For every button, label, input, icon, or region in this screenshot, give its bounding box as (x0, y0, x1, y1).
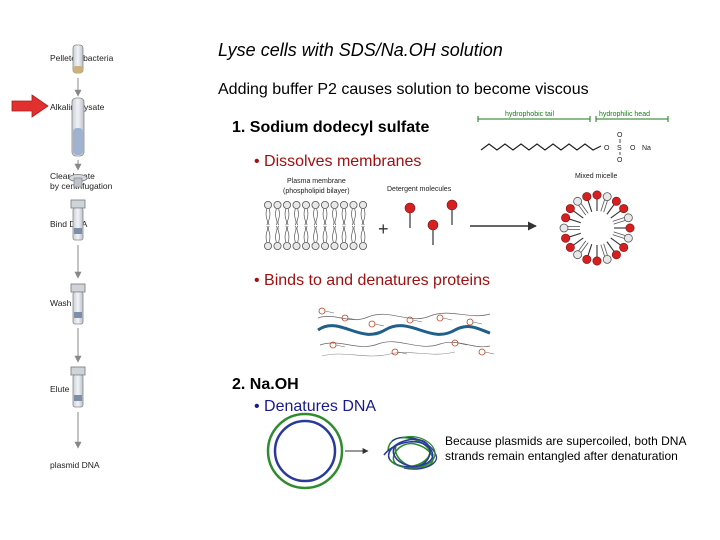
tube-alkaline (71, 97, 85, 157)
slide-subtitle: Adding buffer P2 causes solution to beco… (218, 81, 589, 98)
bullet-dissolves-membranes: • Dissolves membranes (254, 153, 422, 170)
label-hydrophobic-tail: hydrophobic tail (505, 111, 554, 118)
centrifuge-rotor (68, 174, 88, 188)
plasmid-note: Because plasmids are supercoiled, both D… (445, 434, 686, 463)
plasmid-outer-strand (266, 412, 344, 490)
label-micelle: Mixed micelle (575, 173, 618, 180)
label-plasma-membrane: Plasma membrane (287, 178, 346, 185)
mixed-micelle (559, 190, 635, 266)
plus-sign: + (378, 219, 389, 239)
step-elute: Elute (50, 384, 70, 394)
workflow-column (11, 44, 88, 449)
entangled-plasmid (383, 435, 438, 470)
membrane-diagram: Plasma membrane (phospholipid bilayer) D… (263, 173, 635, 266)
dna-diagram (266, 412, 438, 490)
column-bind (70, 199, 86, 241)
detergent-molecules (404, 199, 458, 245)
step-plasmid-dna: plasmid DNA (50, 460, 100, 470)
step-wash: Wash (50, 298, 72, 308)
label-detergent: Detergent molecules (387, 186, 452, 193)
protein-diagram (317, 307, 495, 357)
svg-text:O: O (604, 145, 610, 152)
svg-text:O: O (630, 145, 636, 152)
bullet-denatures-proteins: • Binds to and denatures proteins (254, 272, 490, 289)
column-wash (70, 283, 86, 325)
sds-molecule: hydrophobic tail hydrophilic head O S O … (477, 111, 669, 164)
section-naoh-heading: 2. Na.OH (232, 376, 299, 393)
svg-text:S: S (617, 145, 622, 152)
bullet-denatures-dna: • Denatures DNA (254, 398, 377, 415)
label-bilayer: (phospholipid bilayer) (283, 188, 350, 195)
step-bind-dna: Bind DNA (50, 219, 88, 229)
tube-pelleted (72, 44, 84, 74)
svg-text:O: O (617, 157, 623, 164)
phospholipid-bilayer (263, 200, 367, 250)
label-hydrophilic-head: hydrophilic head (599, 111, 650, 118)
label-na: Na (642, 145, 651, 152)
plasmid-inner-strand (273, 419, 337, 483)
svg-text:O: O (617, 132, 623, 139)
red-pointer-arrow (11, 94, 49, 118)
slide-title: Lyse cells with SDS/Na.OH solution (218, 40, 503, 60)
column-elute (70, 366, 86, 408)
section-sds-heading: 1. Sodium dodecyl sulfate (232, 119, 430, 136)
